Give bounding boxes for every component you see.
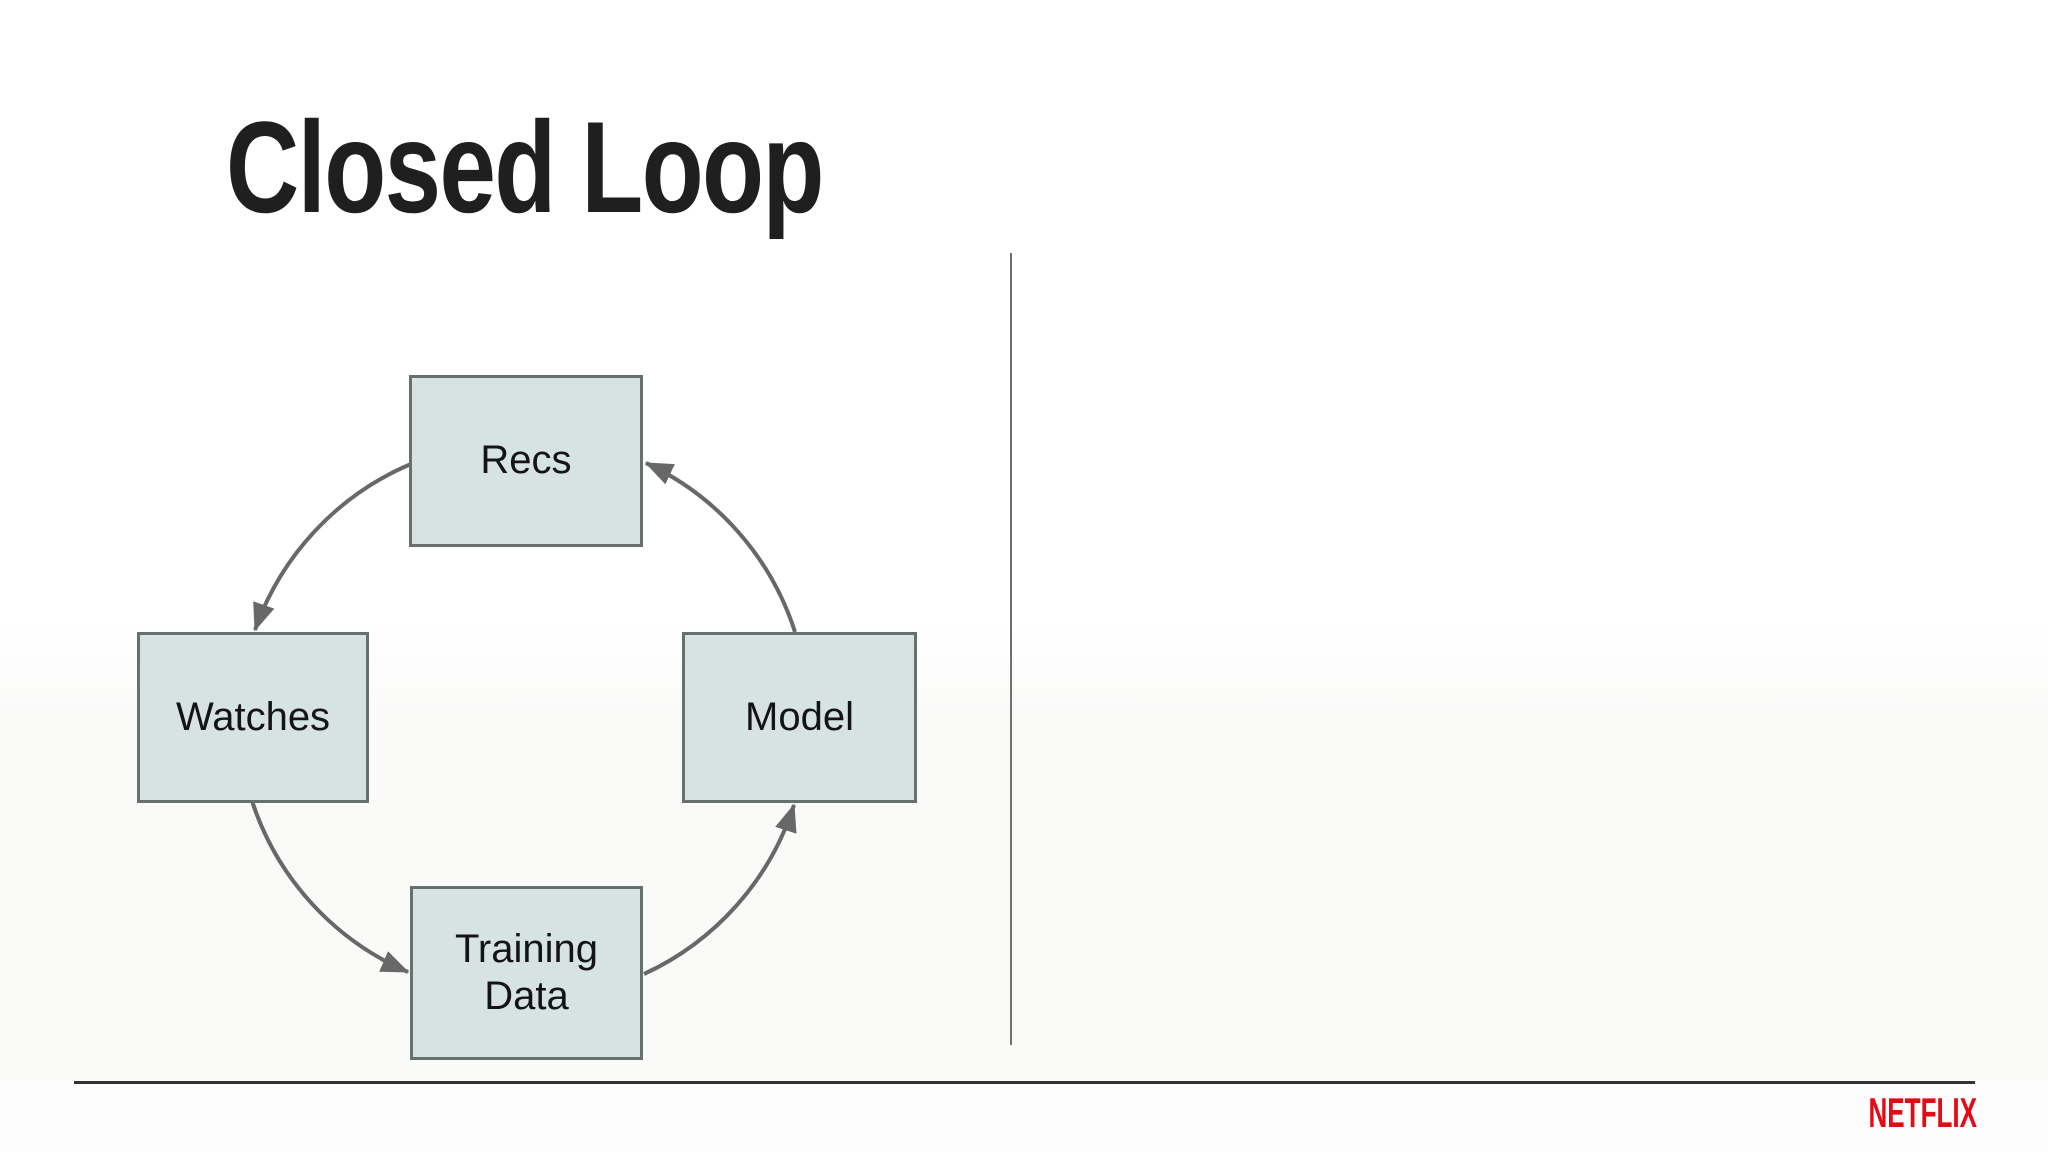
node-training-data-label: Training Data: [454, 926, 599, 1018]
node-model: Model: [682, 632, 917, 803]
node-watches-label: Watches: [175, 694, 331, 739]
arrow-model-to-recs: [644, 461, 797, 633]
footer-rule: [74, 1081, 1975, 1084]
vertical-divider: [1010, 253, 1012, 1045]
arrow-recs-to-watches: [253, 462, 412, 632]
node-training-data: Training Data: [410, 886, 643, 1060]
node-recs-label: Recs: [480, 438, 572, 483]
arrow-watches-to-training-data: [250, 800, 410, 974]
netflix-logo: NETFLIX: [1868, 1089, 1978, 1136]
node-model-label: Model: [745, 694, 854, 739]
node-watches: Watches: [137, 632, 369, 803]
arrow-training-data-to-model: [643, 803, 797, 976]
node-recs: Recs: [409, 375, 643, 547]
slide-title: Closed Loop: [226, 94, 824, 240]
